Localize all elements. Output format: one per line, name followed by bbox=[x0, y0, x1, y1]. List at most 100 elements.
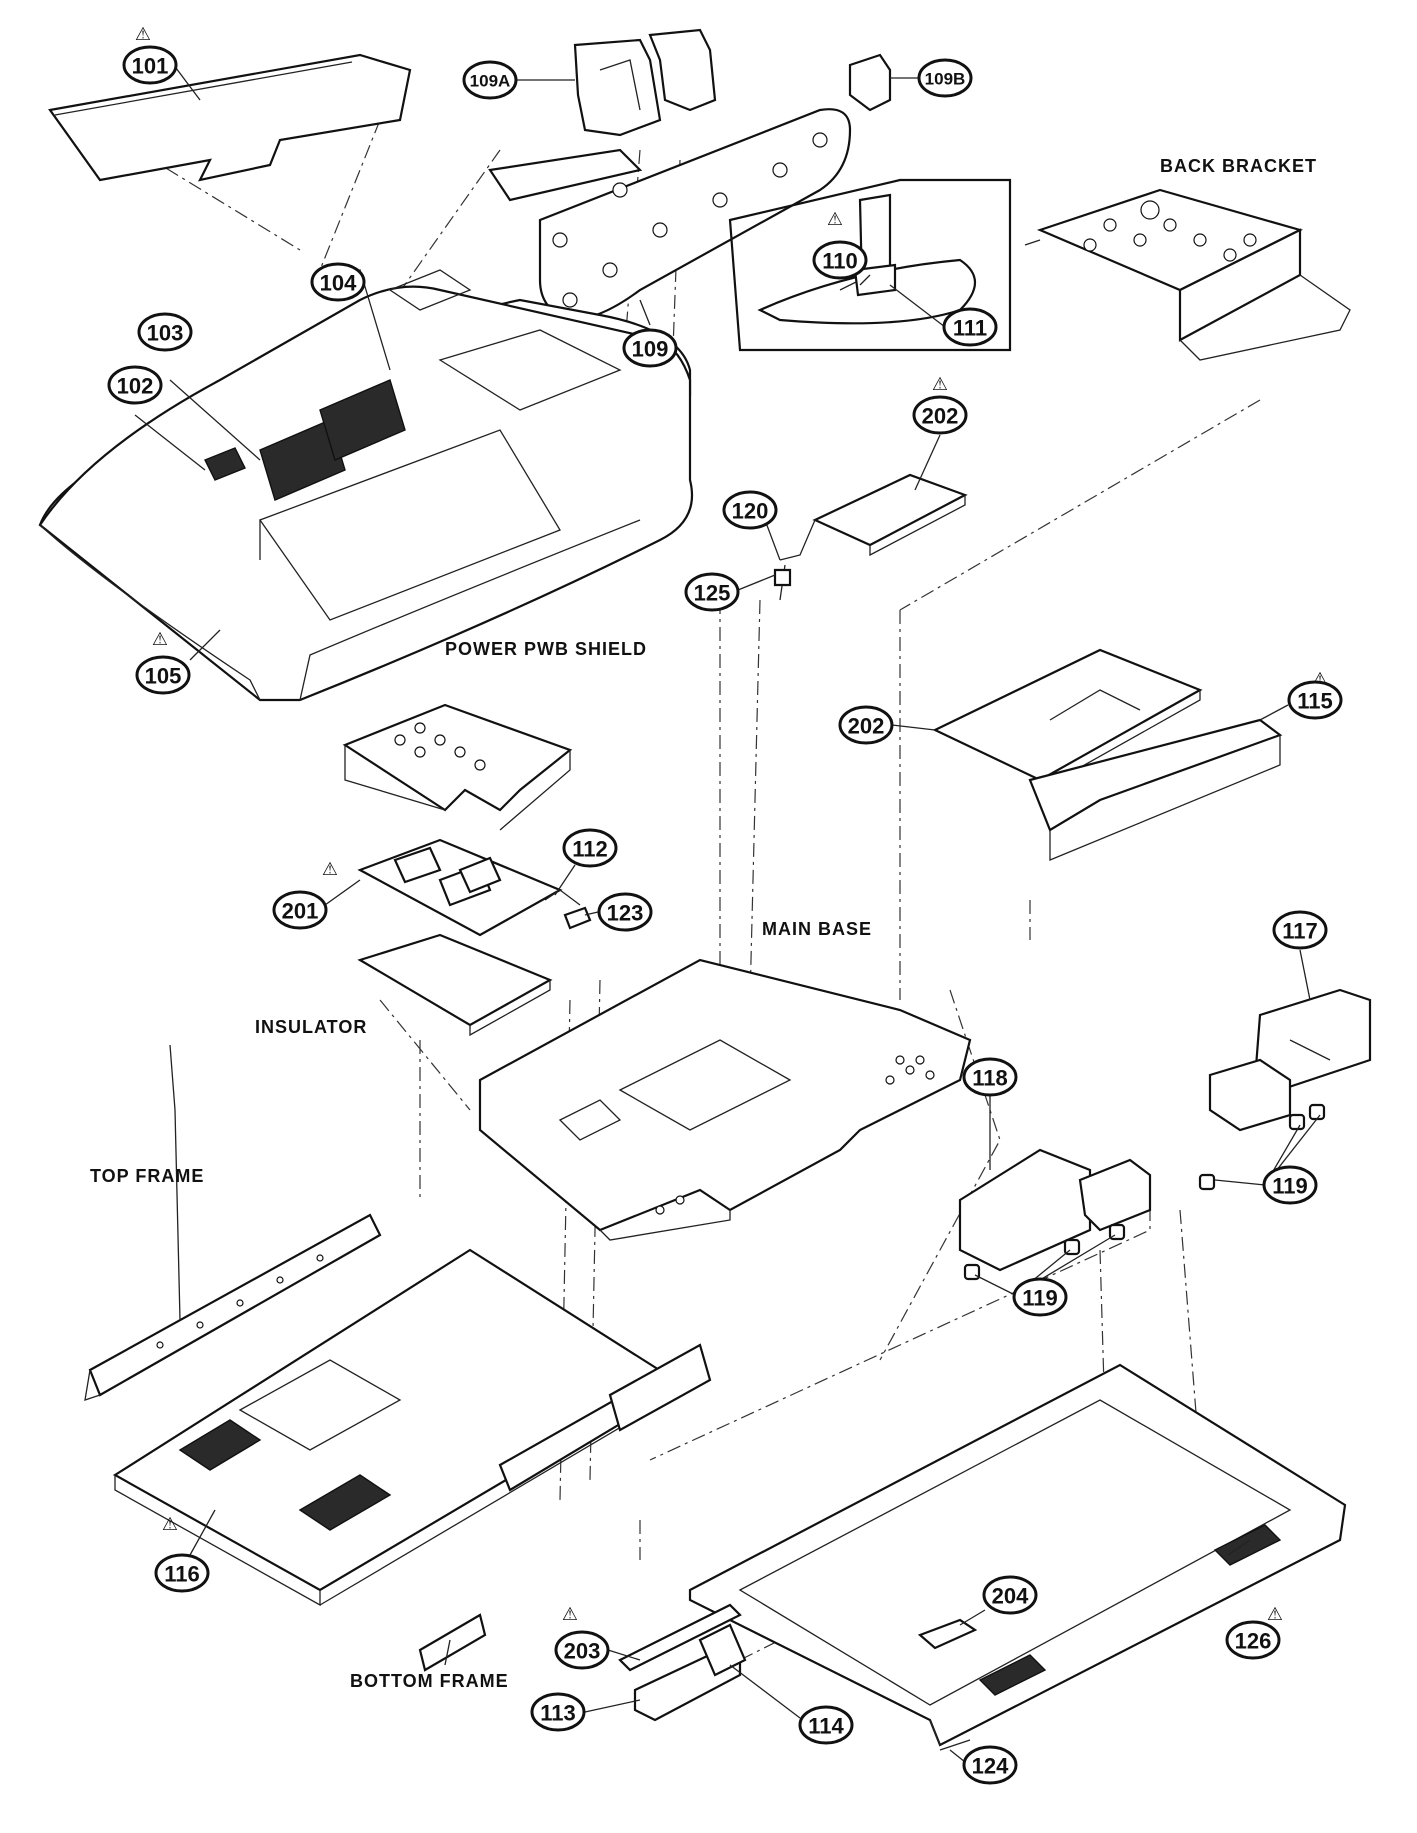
part-insulator bbox=[357, 933, 553, 1037]
callout-number: 109 bbox=[632, 337, 669, 362]
callout-number: 118 bbox=[972, 1066, 1008, 1091]
callout-119-left: 119 bbox=[1012, 1277, 1068, 1317]
part-204-small-pwb bbox=[917, 1618, 978, 1650]
part-109b-cap bbox=[848, 53, 892, 112]
part-202-small-pwb bbox=[812, 473, 968, 557]
callout-number: 109A bbox=[470, 72, 511, 91]
callout-202-upper: 202 bbox=[912, 395, 968, 435]
callout-number: 112 bbox=[572, 837, 608, 862]
part-main-base bbox=[478, 958, 972, 1241]
part-112-123-harness bbox=[544, 889, 592, 930]
callout-number: 125 bbox=[694, 581, 731, 606]
label-bottom-frame: BOTTOM FRAME bbox=[350, 1671, 509, 1691]
leader-lines bbox=[134, 59, 1321, 1763]
label-back-bracket: BACK BRACKET bbox=[1160, 156, 1317, 176]
callout-124: 124 bbox=[962, 1745, 1018, 1785]
callout-110: 110 bbox=[812, 240, 868, 280]
callout-number: 203 bbox=[564, 1639, 601, 1664]
callout-202-lower: 202 bbox=[838, 705, 894, 745]
part-126-front-bezel bbox=[688, 1363, 1347, 1747]
part-124-lens bbox=[939, 1739, 971, 1751]
part-power-pwb-shield bbox=[342, 703, 573, 831]
callout-111: 111 bbox=[942, 307, 998, 347]
warning-icon: ⚠ bbox=[162, 1514, 178, 1535]
callout-number: 202 bbox=[848, 714, 885, 739]
callout-120: 120 bbox=[722, 490, 778, 530]
callout-number: 120 bbox=[732, 499, 769, 524]
label-insulator: INSULATOR bbox=[255, 1017, 367, 1037]
callout-number: 104 bbox=[320, 271, 357, 296]
callout-101: 101 bbox=[122, 45, 178, 85]
callout-number: 116 bbox=[164, 1562, 200, 1587]
part-back-bracket bbox=[1024, 188, 1351, 361]
callout-number: 124 bbox=[972, 1754, 1009, 1779]
warning-icon: ⚠ bbox=[1267, 1604, 1283, 1625]
warning-icon: ⚠ bbox=[135, 24, 151, 45]
callout-number: 102 bbox=[117, 374, 154, 399]
callout-201: 201 bbox=[272, 890, 328, 930]
part-203-pwb bbox=[618, 1603, 742, 1672]
warning-icon: ⚠ bbox=[152, 629, 168, 650]
label-top-frame: TOP FRAME bbox=[90, 1166, 204, 1186]
part-115-terminal-bracket bbox=[1028, 718, 1283, 861]
callout-number: 202 bbox=[922, 404, 959, 429]
callout-number: 110 bbox=[822, 249, 858, 274]
warning-icon: ⚠ bbox=[322, 859, 338, 880]
callout-125: 125 bbox=[684, 572, 740, 612]
callout-number: 204 bbox=[992, 1584, 1029, 1609]
callout-number: 113 bbox=[540, 1701, 576, 1726]
part-101-rear-plate bbox=[48, 53, 412, 182]
warning-icon: ⚠ bbox=[562, 1604, 578, 1625]
detail-box-stand-neck bbox=[728, 178, 1012, 352]
warning-icon: ⚠ bbox=[827, 209, 843, 230]
callout-203: 203 bbox=[554, 1630, 610, 1670]
callout-104: 104 bbox=[310, 262, 366, 302]
callout-113: 113 bbox=[530, 1692, 586, 1732]
callout-number: 119 bbox=[1022, 1286, 1058, 1311]
callout-109a: 109A bbox=[462, 60, 518, 100]
callout-102: 102 bbox=[107, 365, 163, 405]
part-labels: BACK BRACKET POWER PWB SHIELD MAIN BASE … bbox=[90, 156, 1317, 1691]
callout-number: 117 bbox=[1282, 919, 1318, 944]
part-top-frame bbox=[84, 1213, 382, 1401]
callout-109: 109 bbox=[622, 328, 678, 368]
callout-119-right: 119 bbox=[1262, 1165, 1318, 1205]
part-105-rear-cabinet bbox=[38, 269, 694, 702]
part-118-speaker bbox=[958, 1148, 1152, 1272]
callout-number: 201 bbox=[282, 899, 319, 924]
callout-117: 117 bbox=[1272, 910, 1328, 950]
callout-126: 126 bbox=[1225, 1620, 1281, 1660]
callout-123: 123 bbox=[597, 892, 653, 932]
callout-116: 116 bbox=[154, 1553, 210, 1593]
callout-112: 112 bbox=[562, 828, 618, 868]
callout-number: 123 bbox=[607, 901, 644, 926]
callout-number: 111 bbox=[953, 316, 987, 341]
callout-number: 103 bbox=[147, 321, 184, 346]
callout-114: 114 bbox=[798, 1705, 854, 1745]
part-109a-stand-cover bbox=[573, 28, 717, 137]
callout-103: 103 bbox=[137, 312, 193, 352]
callout-118: 118 bbox=[962, 1057, 1018, 1097]
callout-204: 204 bbox=[982, 1575, 1038, 1615]
part-201-power-pwb bbox=[357, 838, 563, 937]
callout-number: 105 bbox=[145, 664, 182, 689]
callout-115: 115 bbox=[1287, 680, 1343, 720]
part-114-button-cover bbox=[698, 1623, 747, 1677]
part-bottom-frame bbox=[418, 1343, 712, 1672]
callout-number: 115 bbox=[1297, 689, 1333, 714]
callout-number: 114 bbox=[808, 1714, 844, 1739]
callout-105: 105 bbox=[135, 655, 191, 695]
callout-109b: 109B bbox=[917, 58, 973, 98]
label-main-base: MAIN BASE bbox=[762, 919, 872, 939]
warning-icon: ⚠ bbox=[932, 374, 948, 395]
callout-number: 126 bbox=[1235, 1629, 1272, 1654]
callout-number: 119 bbox=[1272, 1174, 1308, 1199]
part-120-125-harness bbox=[773, 519, 816, 601]
label-power-pwb-shield: POWER PWB SHIELD bbox=[445, 639, 647, 659]
callout-number: 109B bbox=[925, 70, 966, 89]
part-117-speaker bbox=[1208, 988, 1372, 1132]
part-109-stand-base bbox=[488, 108, 852, 322]
callout-number: 101 bbox=[132, 54, 169, 79]
